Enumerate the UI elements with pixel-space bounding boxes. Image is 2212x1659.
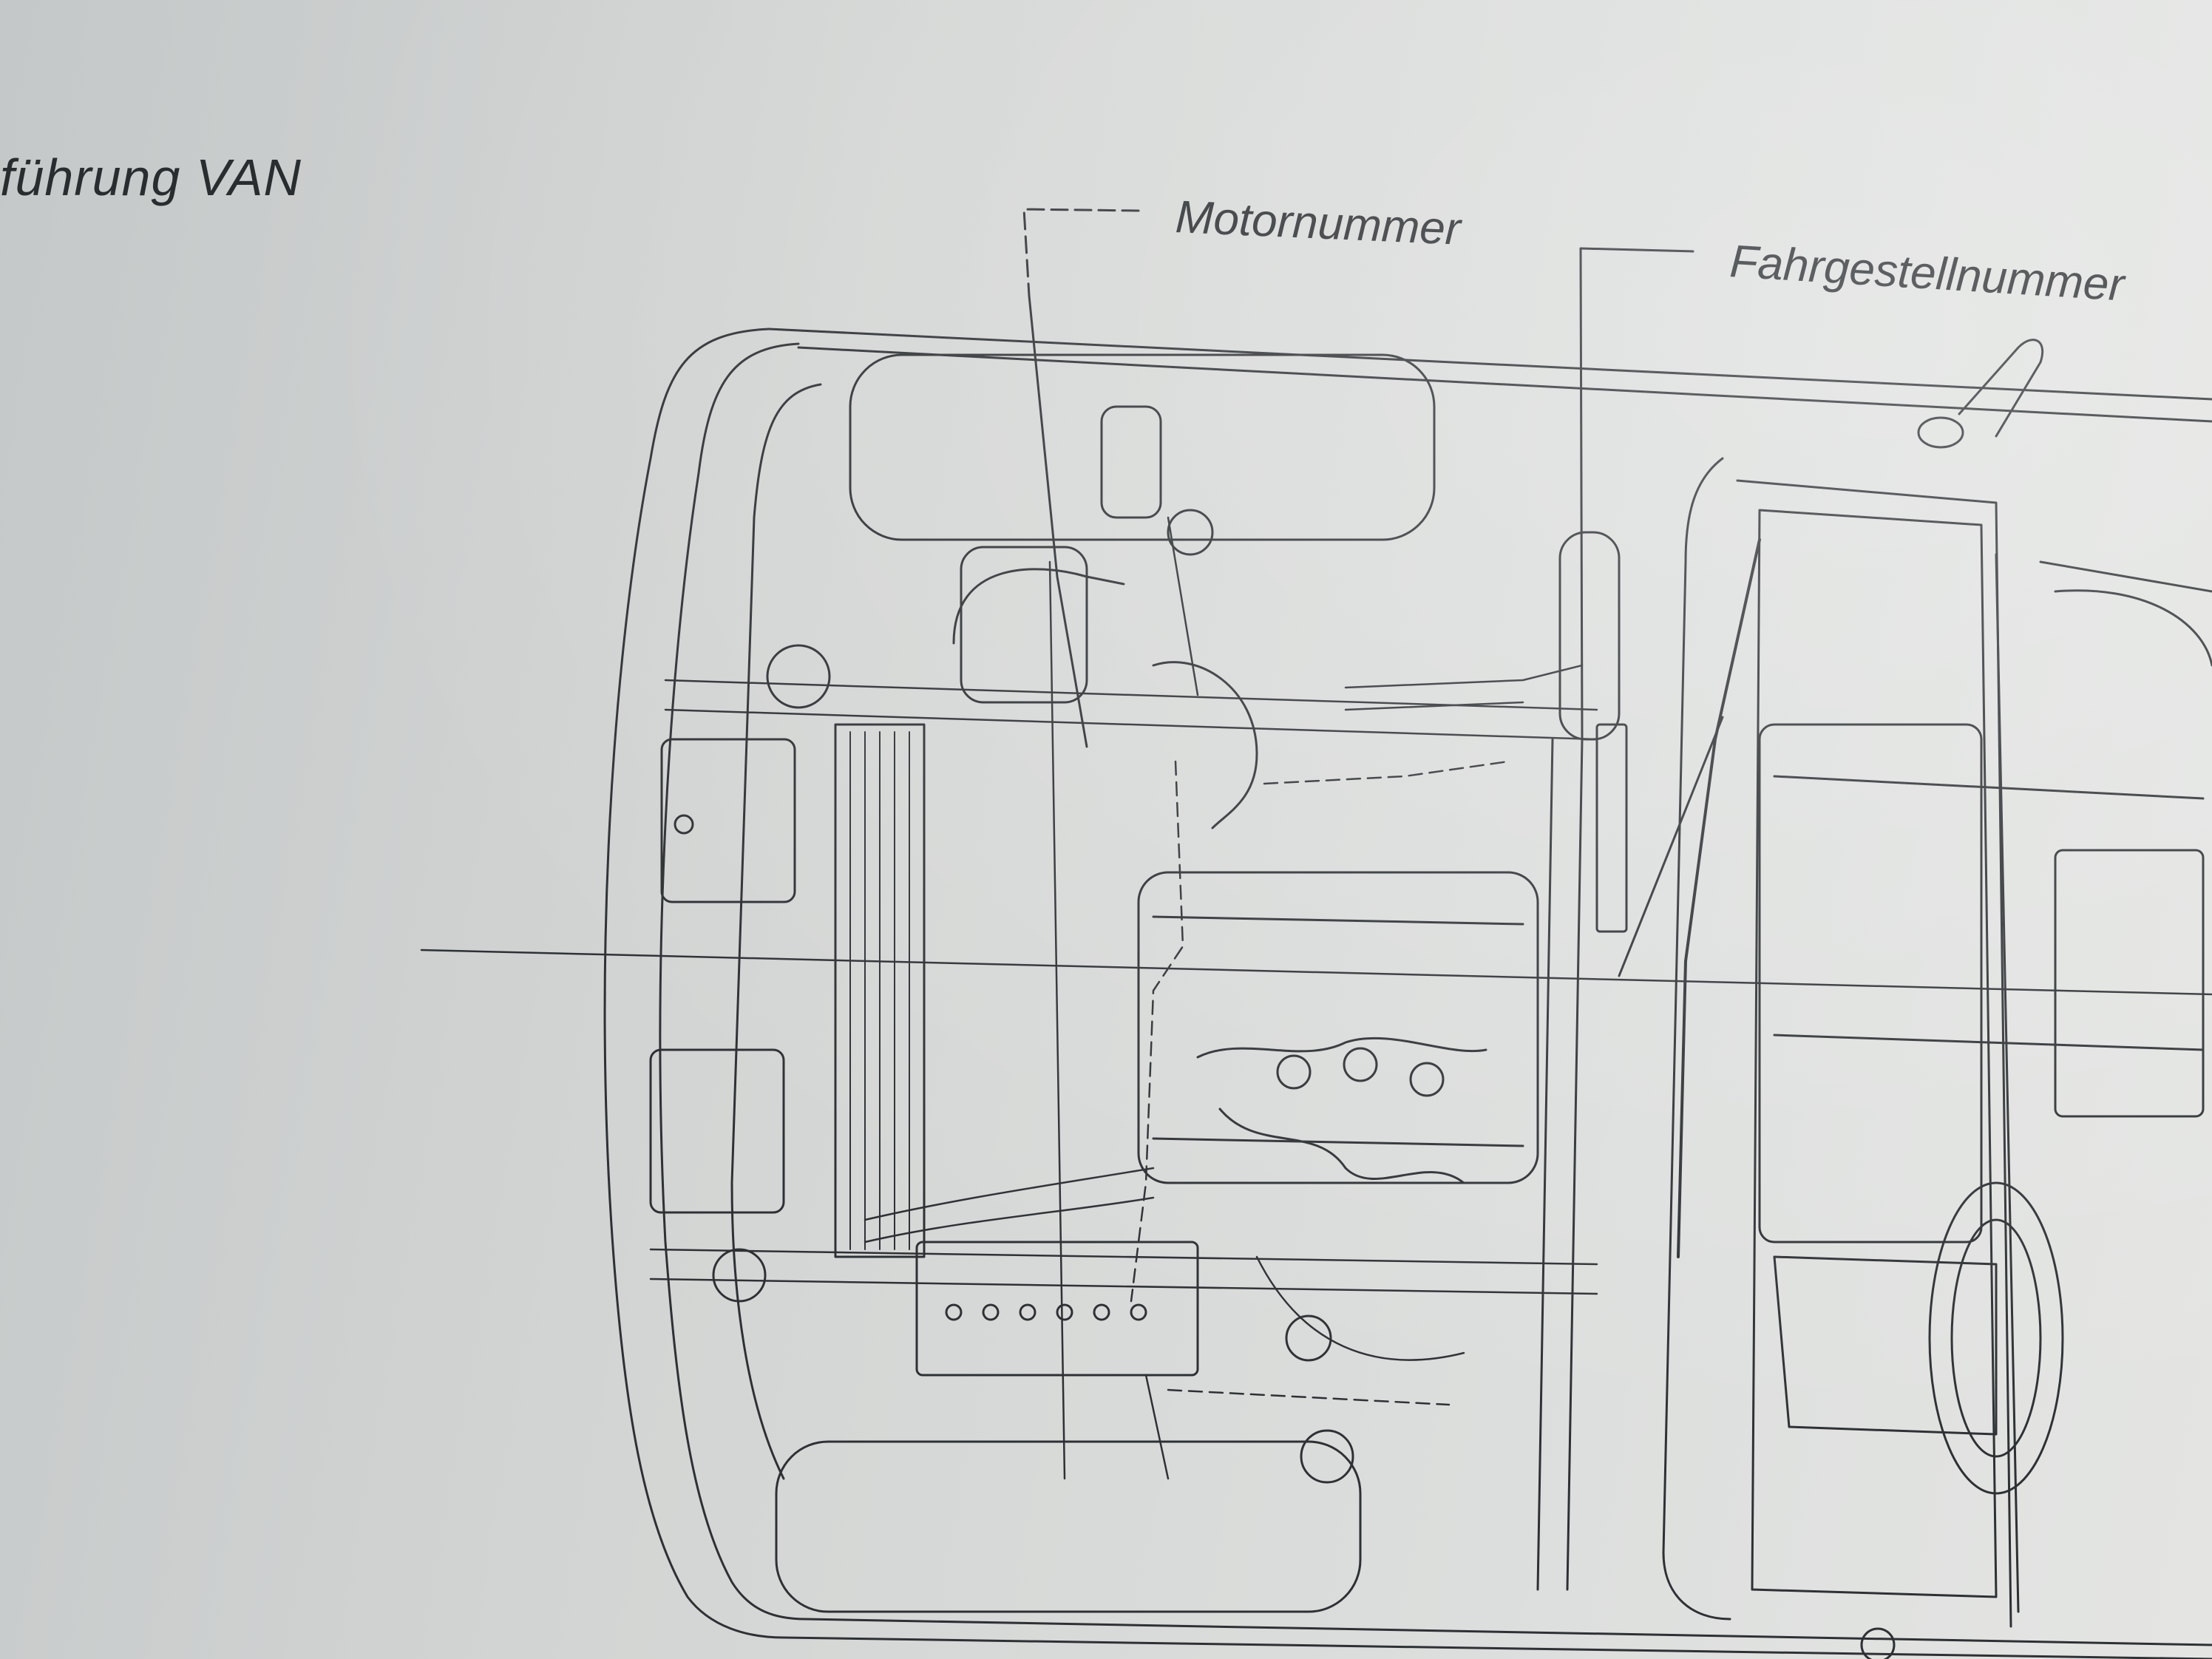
cab-interior: [1760, 562, 2212, 1434]
front-frame: [651, 384, 821, 1479]
suspension-mounts: [713, 645, 1894, 1659]
engine-dashed-outline: [1131, 761, 1508, 1405]
section-heading: führung VAN: [0, 149, 302, 206]
side-mirror: [1918, 340, 2043, 447]
air-intake: [954, 547, 1257, 828]
windscreen-wiper: [1597, 540, 1760, 1257]
engine-number-leader-line: [1024, 209, 1139, 747]
cross-members: [651, 562, 1597, 1479]
lower-reservoir-tank: [776, 1431, 1360, 1612]
steering-wheel: [1930, 1183, 2063, 1493]
hoses: [865, 518, 1582, 1360]
engine-block: [1139, 872, 1538, 1183]
chassis-number-leader-line: [1581, 248, 1693, 739]
vehicle-body-outline: [605, 329, 2212, 1659]
firewall: [1538, 532, 1619, 1590]
battery: [917, 1242, 1198, 1375]
upper-reservoir-tank: [850, 355, 1434, 554]
center-axis-line: [421, 950, 2212, 994]
cab-door: [1663, 458, 2018, 1626]
radiator: [835, 725, 924, 1257]
